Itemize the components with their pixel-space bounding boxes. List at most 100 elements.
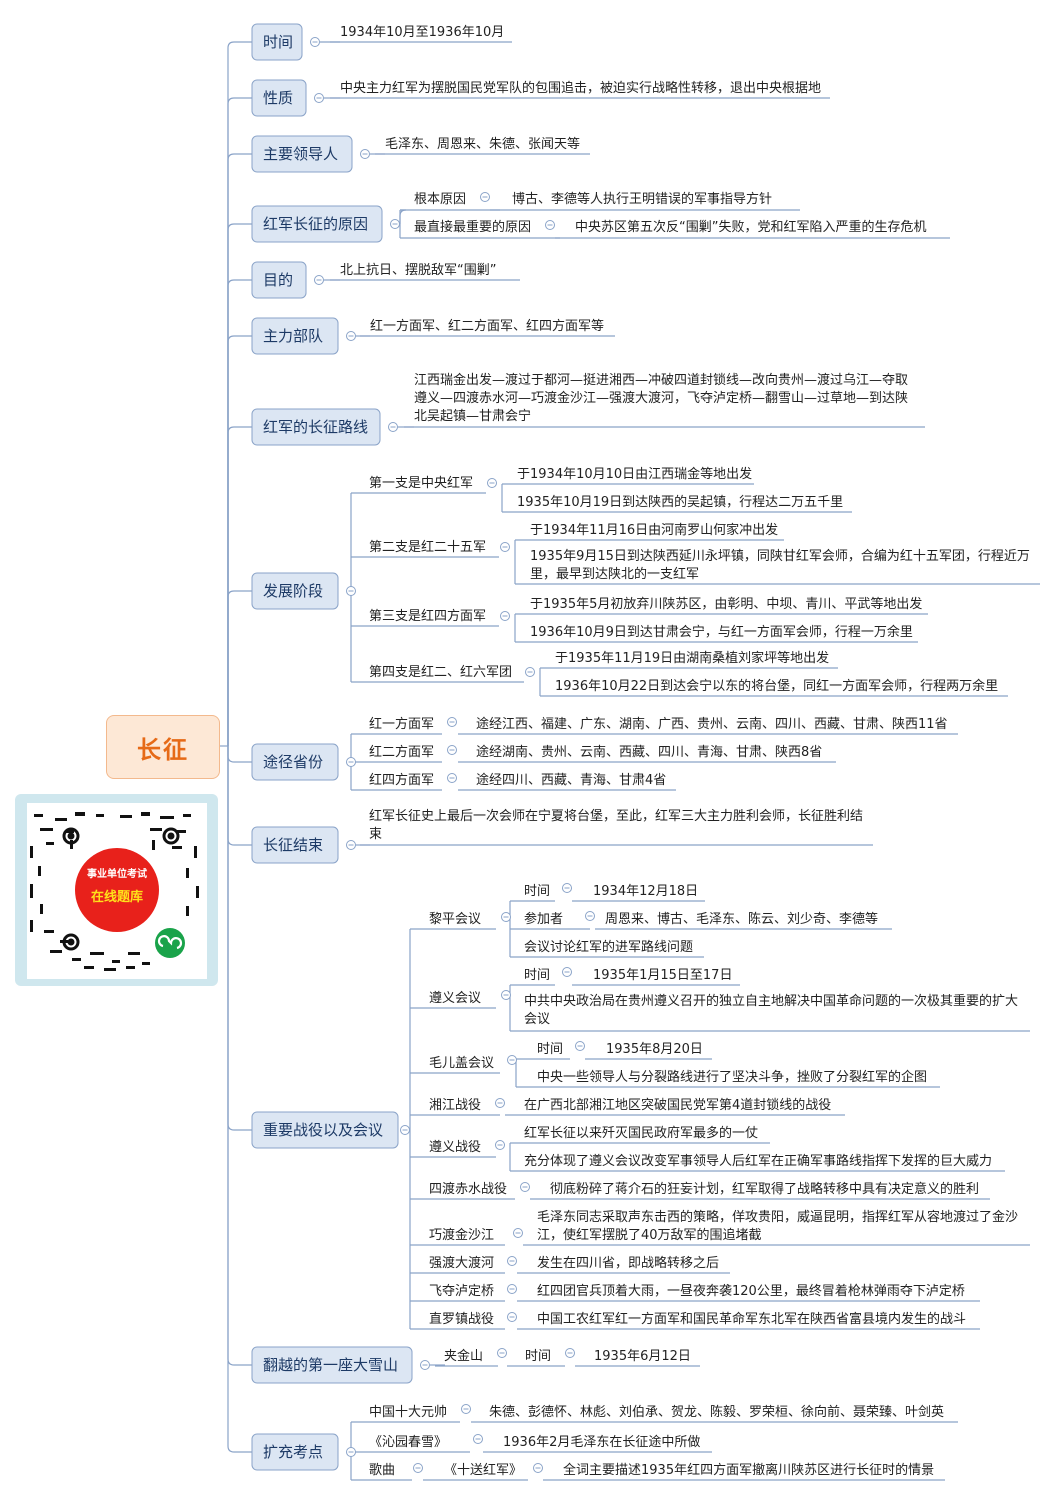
qr-code-icon xyxy=(30,812,199,971)
topic-label: 1935年10月19日到达陕西的吴起镇，行程达二万五千里 xyxy=(517,494,843,510)
topic-label: 1935年6月12日 xyxy=(594,1349,691,1364)
topic-label: 途经江西、福建、广东、湖南、广西、贵州、云南、四川、西藏、甘肃、陕西11省 xyxy=(476,716,948,732)
topic-label: 红一方面军、红二方面军、红四方面军等 xyxy=(370,318,604,334)
topic-label: 第二支是红二十五军 xyxy=(369,539,486,555)
topic-label: 里，最早到达陕北的一支红军 xyxy=(530,566,699,582)
topic-label: 时间 xyxy=(524,968,550,983)
topic-label: 全词主要描述1935年红四方面军撤离川陕苏区进行长征时的情景 xyxy=(563,1462,934,1478)
main-topic-label: 主要领导人 xyxy=(263,145,338,163)
topic-label: 中央主力红军为摆脱国民党军队的包围追击，被迫实行战略性转移，退出中央根据地 xyxy=(340,80,821,96)
topic-label: 朱德、彭德怀、林彪、刘伯承、贺龙、陈毅、罗荣桓、徐向前、聂荣臻、叶剑英 xyxy=(489,1404,944,1420)
topic-label: 1936年10月22日到达会宁以东的将台堡，同红一方面军会师，行程两万余里 xyxy=(555,678,998,694)
main-topic-label: 目的 xyxy=(263,271,293,289)
topic-label: 红军长征以来歼灭国民政府军最多的一仗 xyxy=(524,1125,758,1141)
connector-line xyxy=(227,153,252,746)
labels: 时间性质主要领导人红军长征的原因目的主力部队红军的长征路线发展阶段途径省份长征结… xyxy=(263,25,1030,1478)
main-topic-label: 途径省份 xyxy=(263,753,323,771)
topic-label: 中央一些领导人与分裂路线进行了坚决斗争，挫败了分裂红军的企图 xyxy=(537,1069,927,1085)
topic-label: 毛泽东、周恩来、朱德、张闻天等 xyxy=(385,136,580,152)
main-topic-box[interactable] xyxy=(251,205,383,243)
connector-line xyxy=(227,746,252,846)
connector-line xyxy=(227,41,252,746)
topic-label: 时间 xyxy=(537,1042,563,1057)
connector-lines xyxy=(218,41,1040,1481)
main-topic-box[interactable] xyxy=(251,572,339,610)
main-topic-box[interactable] xyxy=(251,408,381,446)
topic-label: 博古、李德等人执行王明错误的军事指导方针 xyxy=(512,191,772,207)
root-topic[interactable]: 长征 xyxy=(106,715,220,779)
main-topic-label: 扩充考点 xyxy=(263,1443,323,1461)
topic-label: 中国十大元帅 xyxy=(369,1405,447,1420)
connector-line xyxy=(227,746,252,1366)
topic-label: 1935年1月15日至17日 xyxy=(593,968,732,983)
main-topic-box[interactable] xyxy=(251,743,339,781)
topic-label: 发生在四川省，即战略转移之后 xyxy=(537,1255,719,1271)
topic-label: 黎平会议 xyxy=(429,912,481,927)
connector-line xyxy=(227,746,252,763)
topic-label: 遵义会议 xyxy=(429,990,481,1006)
topic-label: 《沁园春雪》 xyxy=(369,1435,447,1450)
topic-label: 参加者 xyxy=(524,911,563,927)
topic-label: 中央苏区第五次反“围剿”失败，党和红军陷入严重的生存危机 xyxy=(575,219,926,235)
topic-label: 遵义—四渡赤水河—巧渡金沙江—强渡大渡河，飞夺泸定桥—翻雪山—过草地—到达陕 xyxy=(414,390,908,406)
qr-label-line2: 在线题库 xyxy=(91,889,143,905)
topic-label: 会议讨论红军的进军路线问题 xyxy=(524,939,693,955)
topic-label: 1935年9月15日到达陕西延川永坪镇，同陕甘红军会师，合编为红十五军团，行程近… xyxy=(530,548,1030,564)
topic-label: 强渡大渡河 xyxy=(429,1255,494,1271)
topic-label: 遵义战役 xyxy=(429,1139,481,1155)
topic-label: 于1935年11月19日由湖南桑植刘家坪等地出发 xyxy=(555,650,829,666)
topic-label: 红军长征史上最后一次会师在宁夏将台堡，至此，红军三大主力胜利会师，长征胜利结 xyxy=(369,808,863,824)
topic-label: 根本原因 xyxy=(414,192,466,207)
main-topic-label: 红军的长征路线 xyxy=(263,418,368,436)
topic-label: 歌曲 xyxy=(369,1463,395,1478)
main-topic-box[interactable] xyxy=(251,826,339,864)
topic-label: 于1935年5月初放弃川陕苏区，由彰明、中坝、青川、平武等地出发 xyxy=(530,596,922,612)
main-topic-box[interactable] xyxy=(251,1346,413,1384)
topic-label: 毛儿盖会议 xyxy=(429,1056,494,1071)
qr-label-line1: 事业单位考试 xyxy=(87,867,147,880)
main-topic-label: 长征结束 xyxy=(263,836,323,854)
topic-label: 湘江战役 xyxy=(429,1098,481,1113)
topic-label: 时间 xyxy=(524,884,550,899)
topic-label: 第三支是红四方面军 xyxy=(369,608,486,624)
main-topic-box[interactable] xyxy=(251,23,303,61)
topic-label: 毛泽东同志采取声东击西的策略，佯攻贵阳，威逼昆明，指挥红军从容地渡过了金沙 xyxy=(537,1209,1018,1225)
topic-label: 夹金山 xyxy=(444,1348,483,1364)
topic-label: 束 xyxy=(369,827,382,842)
topic-label: 彻底粉碎了蒋介石的狂妄计划，红军取得了战略转移中具有决定意义的胜利 xyxy=(550,1181,979,1197)
main-topic-box[interactable] xyxy=(251,135,353,173)
topic-label: 四渡赤水战役 xyxy=(429,1181,507,1197)
main-topic-box[interactable] xyxy=(251,317,339,355)
topic-label: 直罗镇战役 xyxy=(429,1312,494,1327)
main-topic-label: 翻越的第一座大雪山 xyxy=(263,1356,398,1374)
topic-label: 中共中央政治局在贵州遵义召开的独立自主地解决中国革命问题的一次极其重要的扩大 xyxy=(524,993,1018,1009)
collapse-toggles xyxy=(310,37,595,1473)
topic-label: 周恩来、博古、毛泽东、陈云、刘少奇、李德等 xyxy=(605,911,878,927)
connector-line xyxy=(227,97,252,746)
topic-label: 于1934年10月10日由江西瑞金等地出发 xyxy=(517,466,752,482)
topic-label: 北上抗日、摆脱敌军“围剿” xyxy=(340,263,496,278)
topic-label: 1934年12月18日 xyxy=(593,884,698,899)
topic-label: 北吴起镇—甘肃会宁 xyxy=(414,408,531,424)
topic-boxes xyxy=(251,23,413,1471)
main-topic-label: 发展阶段 xyxy=(263,582,323,600)
topic-label: 红四方面军 xyxy=(369,772,434,788)
topic-label: 时间 xyxy=(525,1349,551,1364)
main-topic-box[interactable] xyxy=(251,1433,339,1471)
topic-label: 《十送红军》 xyxy=(444,1462,522,1478)
topic-label: 途经湖南、贵州、云南、西藏、四川、青海、甘肃、陕西8省 xyxy=(476,744,822,760)
main-topic-label: 红军长征的原因 xyxy=(263,215,368,233)
topic-label: 于1934年11月16日由河南罗山何家冲出发 xyxy=(530,522,778,538)
main-topic-box[interactable] xyxy=(251,1111,399,1149)
topic-label: 江西瑞金出发—渡过于都河—挺进湘西—冲破四道封锁线—改向贵州—渡过乌江—夺取 xyxy=(414,372,908,388)
topic-label: 途经四川、西藏、青海、甘肃4省 xyxy=(476,772,666,788)
connector-line xyxy=(227,223,252,746)
connector-line xyxy=(227,279,252,746)
topic-label: 红二方面军 xyxy=(369,744,434,760)
main-topic-box[interactable] xyxy=(251,79,307,117)
topic-label: 在广西北部湘江地区突破国民党军第4道封锁线的战役 xyxy=(524,1097,831,1113)
topic-label: 最直接最重要的原因 xyxy=(414,219,531,235)
main-topic-box[interactable] xyxy=(251,261,307,299)
connector-line xyxy=(399,209,407,224)
